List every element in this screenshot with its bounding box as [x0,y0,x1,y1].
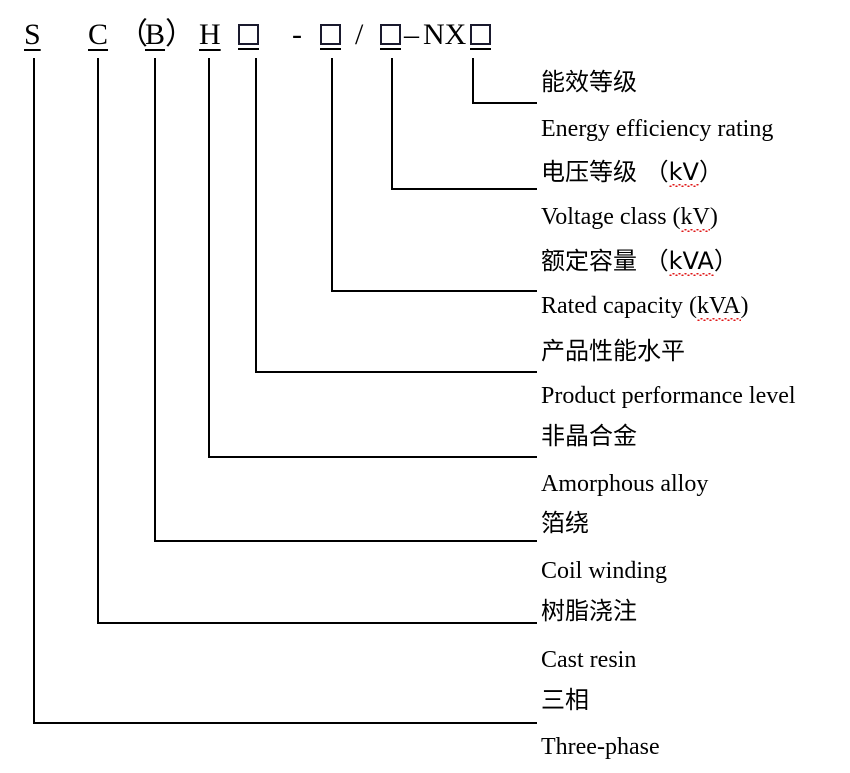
code-token-C: C [88,18,109,51]
label-cn-text: 能效等级 [541,68,637,96]
label-cn-text: 三相 [541,686,589,714]
code-token-S: S [24,18,41,51]
label-cn-text: 树脂浇注 [541,597,637,625]
label-en-three-phase: Three-phase [541,735,660,759]
leader-horizontal-voltage-class [391,188,537,190]
label-cn-units: （kV） [644,158,723,187]
label-cn-text: 非晶合金 [541,422,637,450]
label-en-text: Product performance level [541,383,796,409]
code-token-: ） [165,18,195,51]
leader-vertical-cast-resin [97,58,99,624]
label-en-text: Rated capacity [541,293,683,319]
label-en-units: (kVA) [682,293,749,321]
leader-horizontal-product-performance-level [255,371,537,373]
label-en-energy-efficiency-rating: Energy efficiency rating [541,117,773,141]
designation-code-row: S C （B）H - / –NX [0,0,850,58]
label-en-coil-winding: Coil winding [541,559,667,583]
label-en-cast-resin: Cast resin [541,648,636,672]
leader-vertical-amorphous-alloy [208,58,210,458]
label-cn-product-performance-level: 产品性能水平 [541,339,685,363]
label-cn-coil-winding: 箔绕 [541,511,589,535]
label-cn-energy-efficiency-rating: 能效等级 [541,70,637,94]
label-en-text: Amorphous alloy [541,471,709,497]
label-en-product-performance-level: Product performance level [541,384,796,408]
label-en-units: (kV) [666,204,718,232]
label-cn-cast-resin: 树脂浇注 [541,599,637,623]
code-token-: - [292,18,302,51]
label-en-voltage-class: Voltage class (kV) [541,204,718,232]
code-token-: – [404,18,419,51]
code-placeholder-box-13 [470,24,491,50]
spellcheck-unit: kVA [696,293,741,321]
code-token-H: H [199,18,221,51]
leader-horizontal-rated-capacity [331,290,537,292]
label-en-text: Cast resin [541,647,637,673]
spellcheck-unit: kVA [668,247,715,276]
leader-vertical-rated-capacity [331,58,333,292]
label-cn-units: （kVA） [644,247,738,276]
code-placeholder-box-8 [320,24,341,50]
code-token-B: B [145,18,166,51]
label-cn-text: 额定容量 [541,247,637,275]
label-cn-text: 箔绕 [541,509,589,537]
label-cn-voltage-class: 电压等级 （kV） [541,158,723,187]
leader-vertical-coil-winding [154,58,156,542]
leader-vertical-product-performance-level [255,58,257,373]
code-placeholder-box-6 [238,24,259,50]
leader-vertical-voltage-class [391,58,393,190]
label-cn-text: 产品性能水平 [541,337,685,365]
leader-horizontal-three-phase [33,722,537,724]
label-en-text: Three-phase [541,734,660,760]
leader-vertical-three-phase [33,58,35,724]
spellcheck-unit: kV [680,204,711,232]
code-token-: （ [118,18,148,51]
leader-horizontal-cast-resin [97,622,537,624]
label-cn-three-phase: 三相 [541,688,589,712]
label-cn-text: 电压等级 [541,158,637,186]
label-cn-rated-capacity: 额定容量 （kVA） [541,247,738,276]
label-en-rated-capacity: Rated capacity (kVA) [541,293,749,321]
label-en-text: Coil winding [541,558,668,584]
leader-horizontal-amorphous-alloy [208,456,537,458]
label-cn-amorphous-alloy: 非晶合金 [541,424,637,448]
code-token-: / [355,18,364,51]
spellcheck-unit: kV [668,158,700,187]
leader-horizontal-energy-efficiency-rating [472,102,537,104]
code-token-NX: NX [423,18,467,51]
label-en-text: Energy efficiency rating [541,116,774,142]
label-en-text: Voltage class [541,204,667,230]
leader-vertical-energy-efficiency-rating [472,58,474,104]
leader-horizontal-coil-winding [154,540,537,542]
code-placeholder-box-10 [380,24,401,50]
label-en-amorphous-alloy: Amorphous alloy [541,472,708,496]
